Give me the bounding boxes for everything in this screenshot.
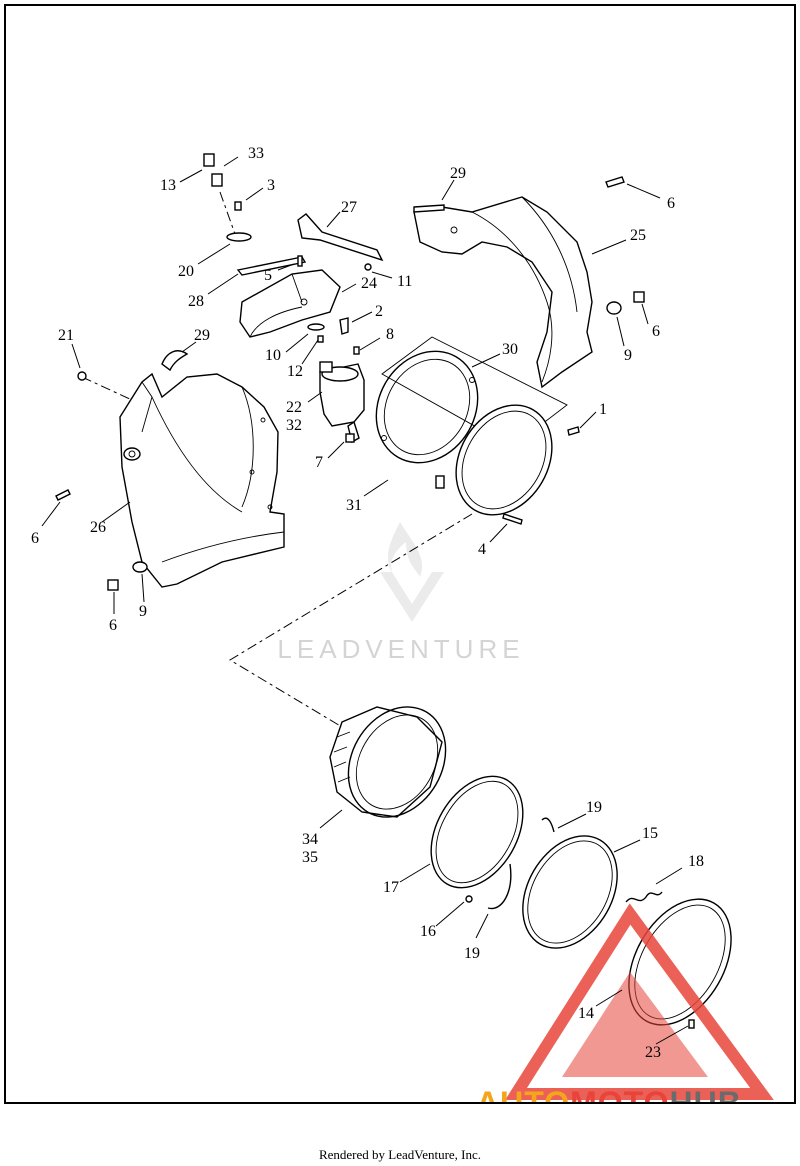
callout-6-topright: 6 xyxy=(667,195,675,212)
part-8-part xyxy=(353,346,360,355)
part-3-screw xyxy=(234,201,242,211)
part-19-spring-top xyxy=(541,817,555,833)
callout-24: 24 xyxy=(361,275,377,292)
callout-16: 16 xyxy=(420,923,436,940)
callout-30: 30 xyxy=(502,341,518,358)
alignment-dashed-line xyxy=(229,513,473,728)
part-27-bracket xyxy=(297,213,384,262)
part-29-left-hook xyxy=(161,350,189,372)
part-11-nut xyxy=(364,263,372,271)
callout-9-bottom: 9 xyxy=(139,603,147,620)
alignment-dashed-line-3 xyxy=(219,191,236,235)
svg-text:AUTOMOTOHUB: AUTOMOTOHUB xyxy=(476,1085,742,1104)
callout-22: 22 xyxy=(286,399,302,416)
callout-12: 12 xyxy=(287,363,303,380)
callout-14: 14 xyxy=(578,1005,594,1022)
footer-credit: Rendered by LeadVenture, Inc. xyxy=(318,1147,482,1162)
callout-23: 23 xyxy=(645,1044,661,1061)
callout-8: 8 xyxy=(386,326,394,343)
part-6-bolt-right xyxy=(633,291,645,303)
callout-28: 28 xyxy=(188,293,204,310)
callout-25: 25 xyxy=(630,227,646,244)
part-34-headlamp xyxy=(329,706,447,818)
callout-5: 5 xyxy=(264,267,272,284)
brand-hub: HUB xyxy=(669,1085,741,1104)
part-7-nut xyxy=(345,433,355,443)
callout-9-right: 9 xyxy=(624,347,632,364)
part-31-mount-ring xyxy=(375,350,479,464)
leadventure-watermark-logo xyxy=(380,522,444,622)
callout-20: 20 xyxy=(178,263,194,280)
part-9-washer-bottom xyxy=(132,561,148,573)
parts-diagram: LEADVENTURE xyxy=(31,145,774,1104)
callout-1: 1 xyxy=(599,401,607,418)
part-20-washer xyxy=(226,232,252,242)
part-17-retainer-ring xyxy=(430,775,524,889)
part-21-nut xyxy=(77,371,87,381)
callout-17: 17 xyxy=(383,879,399,896)
part-30-ring xyxy=(455,404,553,516)
part-16-screw xyxy=(465,895,473,903)
part-18-spring xyxy=(625,891,663,903)
callout-34: 34 xyxy=(302,831,318,848)
callout-10: 10 xyxy=(265,347,281,364)
callout-18: 18 xyxy=(688,853,704,870)
part-33-clip xyxy=(211,173,223,187)
callout-33: 33 xyxy=(248,145,264,162)
brand-moto: MOTO xyxy=(570,1085,669,1104)
part-6-pin-left xyxy=(55,489,71,501)
part-15-gasket xyxy=(522,835,618,949)
part-25-right-fairing xyxy=(413,196,593,389)
callout-6-left: 6 xyxy=(31,530,39,547)
part-26-left-fairing xyxy=(119,372,285,588)
callout-27: 27 xyxy=(341,199,357,216)
callout-7: 7 xyxy=(315,454,323,471)
watermark-text: LEADVENTURE xyxy=(277,634,524,664)
leader-lines xyxy=(41,156,689,1045)
callout-3: 3 xyxy=(267,177,275,194)
callout-29-left: 29 xyxy=(194,327,210,344)
callout-labels: 33 13 3 27 29 6 25 20 5 24 11 28 2 6 9 2… xyxy=(31,145,704,1061)
callout-26: 26 xyxy=(90,519,106,536)
callout-19-bottom: 19 xyxy=(464,945,480,962)
callout-11: 11 xyxy=(397,273,412,290)
callout-2: 2 xyxy=(375,303,383,320)
callout-13: 13 xyxy=(160,177,176,194)
spring-part xyxy=(435,475,445,489)
part-9-washer-right xyxy=(606,301,622,315)
callout-35: 35 xyxy=(302,849,318,866)
callout-29-top: 29 xyxy=(450,165,466,182)
part-2-bolt xyxy=(339,317,349,335)
callout-32: 32 xyxy=(286,417,302,434)
part-1-screw xyxy=(567,426,580,436)
part-29-top-rod xyxy=(413,204,445,213)
diagram-frame: LEADVENTURE xyxy=(4,4,796,1104)
part-12-spacer xyxy=(317,335,324,343)
callout-31: 31 xyxy=(346,497,362,514)
part-23-screw xyxy=(688,1019,695,1029)
callout-6-right: 6 xyxy=(652,323,660,340)
part-10-washer xyxy=(307,323,325,331)
part-6-pin-top xyxy=(605,176,625,188)
callout-6-bottom: 6 xyxy=(109,617,117,634)
alignment-dashed-line-2 xyxy=(81,376,133,401)
callout-15: 15 xyxy=(642,825,658,842)
part-6-bolt-bottom xyxy=(107,579,119,591)
callout-19-top: 19 xyxy=(586,799,602,816)
brand-auto: AUTO xyxy=(476,1085,570,1104)
part-19-spring-bottom xyxy=(487,863,512,910)
part-22-actuator xyxy=(319,361,365,444)
part-13-clip xyxy=(203,153,215,167)
automotohub-logo: AUTOMOTOHUB xyxy=(476,903,774,1104)
part-28-trim xyxy=(236,256,307,276)
part-24-top-cover xyxy=(239,269,341,338)
part-5-screw xyxy=(297,255,303,267)
callout-21: 21 xyxy=(58,327,74,344)
callout-4: 4 xyxy=(478,541,486,558)
part-4-screw xyxy=(502,513,523,525)
